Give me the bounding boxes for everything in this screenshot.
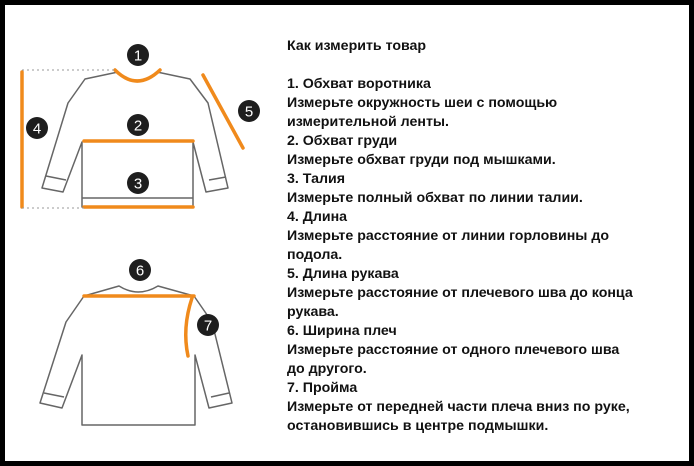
section-heading: 3. Талия xyxy=(287,171,345,187)
marker-3: 3 xyxy=(127,172,149,194)
marker-1-label: 1 xyxy=(134,48,142,65)
page-title: Как измерить товар xyxy=(287,38,427,54)
marker-7-label: 7 xyxy=(204,318,212,335)
marker-7: 7 xyxy=(197,314,219,336)
armhole-line xyxy=(184,296,194,358)
section-heading: 4. Длина xyxy=(287,209,348,225)
instructions-panel: Как измерить товар 1. Обхват воротника И… xyxy=(287,37,687,436)
section-text: Измерьте расстояние от линии горловины д… xyxy=(287,228,610,244)
section-text: Измерьте обхват груди под мышками. xyxy=(287,152,556,168)
section-text: подола. xyxy=(287,247,343,263)
sweater-back xyxy=(39,285,233,426)
section-text: Измерьте расстояние от плечевого шва до … xyxy=(287,285,633,301)
bottom-measure-lines xyxy=(82,294,196,358)
marker-3-label: 3 xyxy=(134,176,142,193)
measurement-diagram: 1 2 3 4 5 6 7 xyxy=(20,44,260,426)
marker-2: 2 xyxy=(127,114,149,136)
marker-6: 6 xyxy=(129,259,151,281)
section-text: рукава. xyxy=(287,304,339,320)
section-text: измерительной ленты. xyxy=(287,114,449,130)
marker-5-label: 5 xyxy=(245,104,253,121)
section-heading: 7. Пройма xyxy=(287,380,358,396)
section-heading: 2. Обхват груди xyxy=(287,133,398,149)
section-text: до другого. xyxy=(287,361,367,377)
marker-5: 5 xyxy=(238,100,260,122)
section-text: Измерьте полный обхват по линии талии. xyxy=(287,190,583,206)
length-guides xyxy=(22,69,116,209)
section-text: Измерьте окружность шеи с помощью xyxy=(287,95,558,111)
sleeve-line xyxy=(201,73,245,150)
section-text: Измерьте расстояние от одного плечевого … xyxy=(287,342,620,358)
marker-2-label: 2 xyxy=(134,118,142,135)
section-heading: 1. Обхват воротника xyxy=(287,76,431,92)
section-text: Измерьте от передней части плеча вниз по… xyxy=(287,399,630,415)
section-text: остановившись в центре подмышки. xyxy=(287,418,549,434)
marker-4: 4 xyxy=(26,117,48,139)
section-heading: 6. Ширина плеч xyxy=(287,323,397,339)
marker-6-label: 6 xyxy=(136,263,144,280)
marker-4-label: 4 xyxy=(33,121,41,138)
collar-line xyxy=(113,68,162,83)
section-heading: 5. Длина рукава xyxy=(287,266,399,282)
top-measure-lines xyxy=(20,68,245,209)
marker-1: 1 xyxy=(127,44,149,66)
